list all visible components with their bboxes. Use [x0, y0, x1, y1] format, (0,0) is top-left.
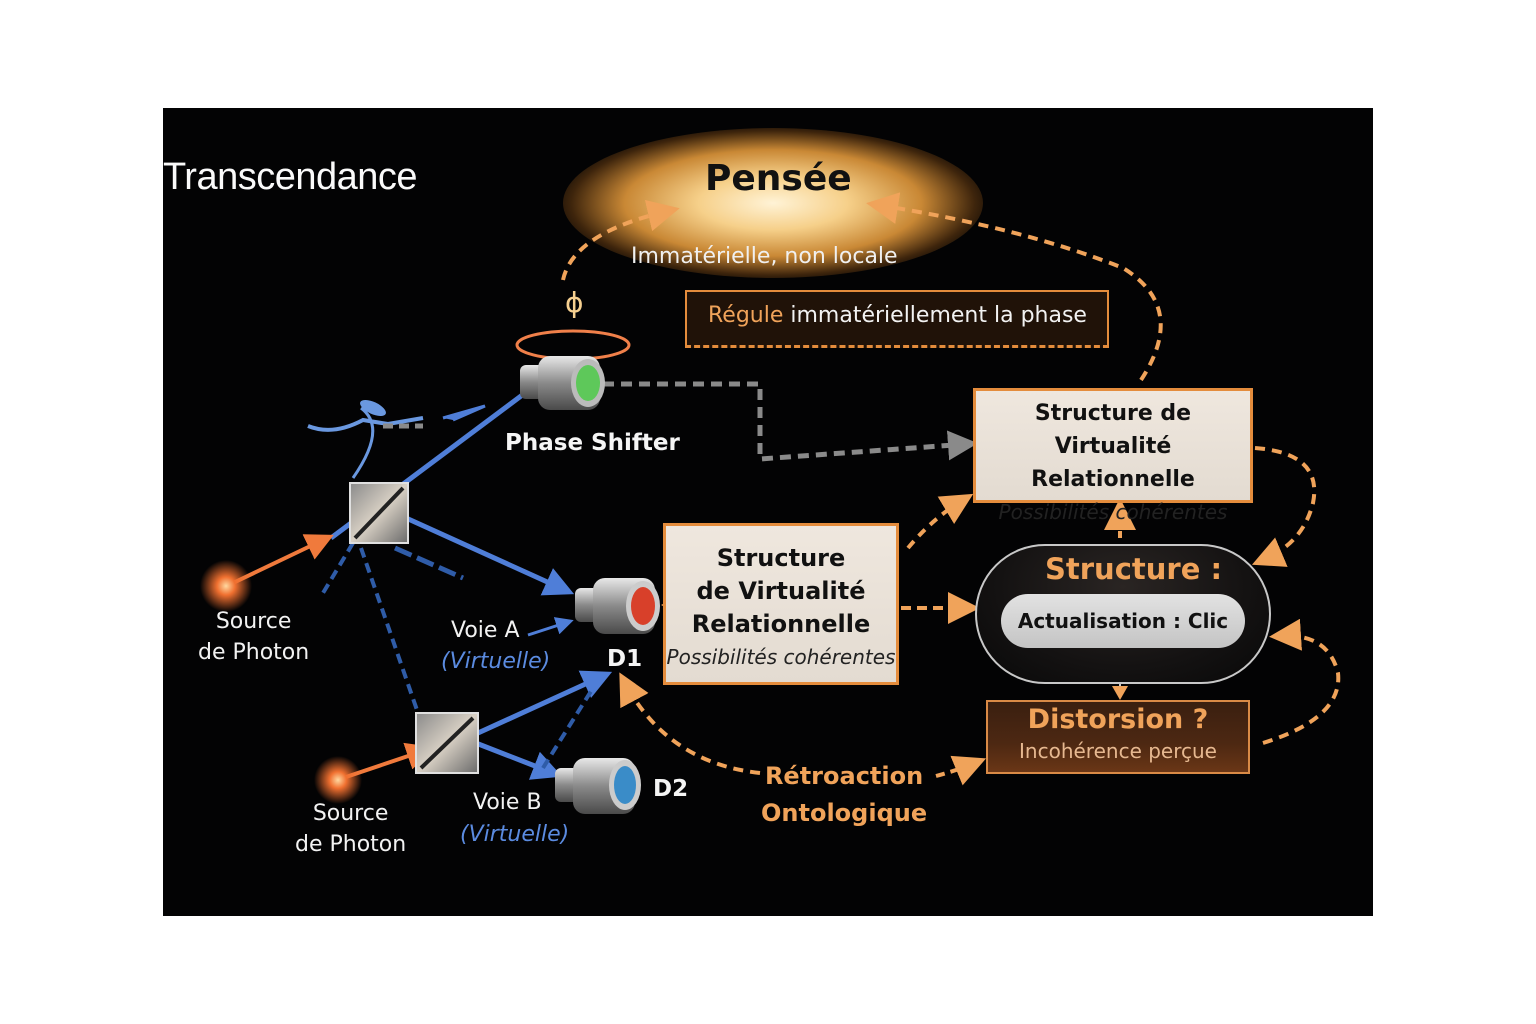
photon-source-2-icon [314, 756, 362, 804]
phase-shifter-label: Phase Shifter [505, 430, 680, 456]
structure-right-line2: Relationnelle [1031, 467, 1195, 492]
photon-source-1-icon [200, 560, 252, 612]
regulation-box [685, 290, 1109, 348]
structure-right-box: Structure de Virtualité Relationnelle Po… [973, 388, 1253, 524]
feedback-label: Rétroaction Ontologique [761, 758, 927, 832]
path-a-qualifier: (Virtuelle) [441, 649, 551, 674]
structure-right-line1: Structure de Virtualité [1034, 401, 1192, 459]
detector-d1-label: D1 [607, 646, 643, 672]
beam-to-d1 [393, 510, 575, 596]
path-a-name: Voie A [451, 618, 520, 643]
photon-source-2-line1: Source [312, 801, 389, 826]
photon-source-1-label: Source de Photon [198, 606, 309, 668]
photon-source-2-line2: de Photon [295, 832, 407, 857]
link-phase-to-thought [561, 199, 680, 281]
structure-middle-subtitle: Possibilités cohérentes [666, 645, 896, 669]
beam-splitter-2-icon [415, 712, 479, 774]
connector-layer [200, 192, 1341, 814]
beam-split-dashed [393, 545, 465, 581]
beam-upper-mirror [307, 416, 424, 432]
link-middle-to-right [906, 493, 974, 550]
structure-middle-line2: de Virtualité [696, 577, 866, 605]
link-right-to-pill [1251, 446, 1317, 567]
detector-d2-icon [555, 758, 641, 814]
phase-symbol: ϕ [565, 286, 584, 319]
structure-right-subtitle: Possibilités cohérentes [998, 500, 1228, 524]
regulation-label: Régule immatériellement la phase [708, 303, 1087, 328]
structure-middle-line1: Structure [716, 544, 846, 572]
structure-middle-box: Structure de Virtualité Relationnelle Po… [663, 523, 899, 685]
link-feedback-to-d1 [619, 672, 761, 775]
beam-voieA-arrow [527, 617, 574, 637]
distortion-box: Distorsion ? Incohérence perçue [986, 700, 1250, 774]
beam-b-to-d1 [476, 670, 613, 736]
link-distortion-to-pill [1262, 618, 1341, 745]
actualisation-title: Structure : [1045, 552, 1223, 586]
path-b-name: Voie B [473, 790, 542, 815]
phase-shifter-icon [515, 329, 631, 410]
photon-source-1-line2: de Photon [198, 640, 310, 665]
diagram-title: Transcendance [163, 156, 418, 198]
beam-splitter-1-icon [349, 482, 409, 544]
actualisation-inner: Actualisation : Clic [1001, 594, 1245, 648]
photon-source-2-label: Source de Photon [295, 798, 406, 860]
structure-middle-line3: Relationnelle [691, 610, 871, 638]
thought-subtitle: Immatérielle, non locale [631, 244, 898, 269]
diagram-canvas: Transcendance Pensée Immatérielle, non l… [163, 108, 1373, 916]
link-feedback-to-distortion [935, 755, 987, 786]
thought-glow [563, 128, 983, 278]
link-phase-to-structure [603, 381, 978, 462]
distortion-title: Distorsion ? [1027, 704, 1209, 735]
regulation-highlight: Régule [708, 303, 784, 328]
regulation-rest: immatériellement la phase [783, 303, 1087, 328]
beam-dashed-left [321, 541, 355, 595]
detector-d2-label: D2 [653, 776, 689, 802]
beam-dashed-down [359, 547, 420, 714]
feedback-line1: Rétroaction [764, 762, 924, 790]
link-structure-to-thought [866, 192, 1163, 382]
feedback-line2: Ontologique [761, 799, 928, 827]
detector-d1-icon [575, 578, 660, 634]
path-b-qualifier: (Virtuelle) [460, 822, 570, 847]
thought-label: Pensée [705, 158, 852, 199]
photon-source-1-line1: Source [215, 609, 292, 634]
distortion-subtitle: Incohérence perçue [1019, 739, 1217, 763]
